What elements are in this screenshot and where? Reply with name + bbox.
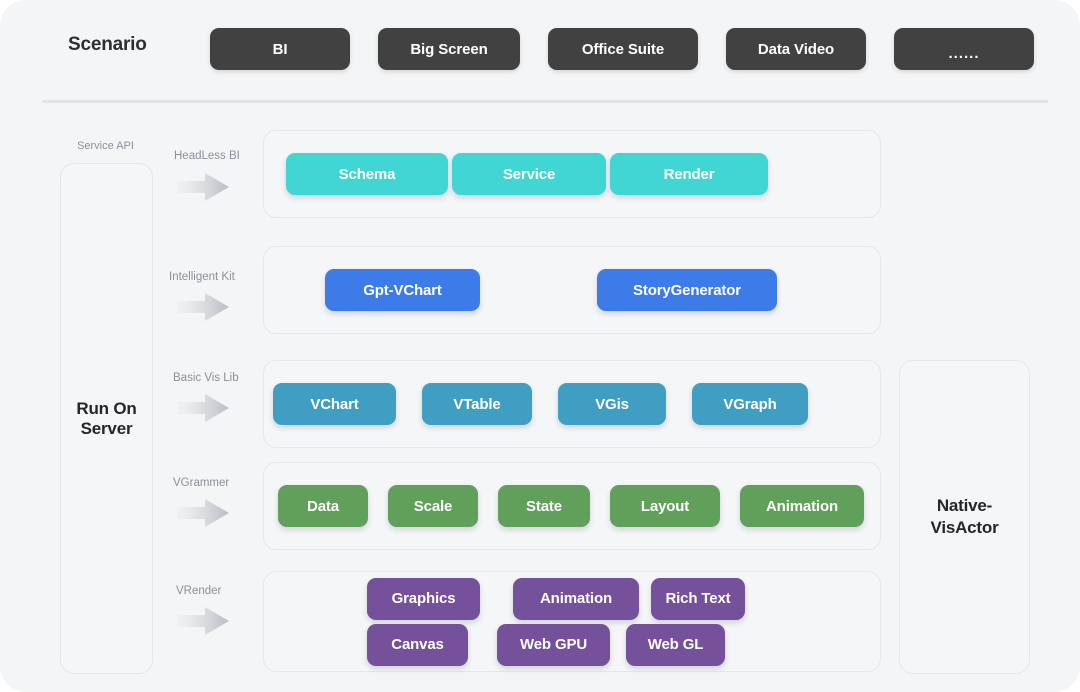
- chip-service[interactable]: Service: [452, 153, 606, 195]
- scenario-chip-list: BI Big Screen Office Suite Data Video ..…: [210, 28, 1034, 70]
- chip-row-vrender-bottom: Canvas Web GPU Web GL: [367, 623, 745, 666]
- chip-group-vgrammer: Data Scale State Layout Animation: [278, 485, 864, 527]
- layer-label-vgrammer: VGrammer: [173, 477, 230, 489]
- ellipsis-label: ......: [948, 44, 980, 62]
- chip-vchart[interactable]: VChart: [273, 383, 396, 425]
- chip-group-intelligent-kit: Gpt-VChart StoryGenerator: [325, 269, 777, 311]
- scenario-row: Scenario BI Big Screen Office Suite Data…: [0, 0, 1080, 100]
- chip-vgis[interactable]: VGis: [558, 383, 666, 425]
- arrow-right-icon: [175, 391, 231, 425]
- native-visactor-label: Native- VisActor: [930, 495, 998, 539]
- native-visactor-line1: Native-: [936, 496, 993, 515]
- chip-group-vrender: Graphics Animation Rich Text Canvas Web …: [367, 577, 745, 666]
- native-visactor-line2: VisActor: [930, 518, 999, 537]
- scenario-chip-data-video[interactable]: Data Video: [726, 28, 866, 70]
- scenario-chip-office-suite[interactable]: Office Suite: [548, 28, 698, 70]
- layer-label-vrender: VRender: [176, 585, 222, 597]
- arrow-right-icon: [175, 290, 231, 324]
- layer-panel-basic-vis-lib: VChart VTable VGis VGraph: [263, 360, 881, 448]
- chip-render[interactable]: Render: [610, 153, 768, 195]
- chip-vtable[interactable]: VTable: [422, 383, 532, 425]
- chip-layout[interactable]: Layout: [610, 485, 720, 527]
- chip-web-gl[interactable]: Web GL: [626, 623, 725, 666]
- chip-web-gpu[interactable]: Web GPU: [497, 623, 610, 666]
- layer-label-basic-vis-lib: Basic Vis Lib: [173, 372, 239, 384]
- chip-graphics[interactable]: Graphics: [367, 577, 480, 620]
- chip-vgraph[interactable]: VGraph: [692, 383, 808, 425]
- chip-animation[interactable]: Animation: [740, 485, 864, 527]
- chip-row-vrender-top: Graphics Animation Rich Text: [367, 577, 745, 620]
- run-on-server-label: Run On Server: [76, 399, 136, 439]
- chip-group-headless-bi: Schema Service Render: [286, 153, 768, 195]
- chip-scale[interactable]: Scale: [388, 485, 478, 527]
- scenario-chip-big-screen[interactable]: Big Screen: [378, 28, 520, 70]
- chip-animation[interactable]: Animation: [513, 577, 639, 620]
- run-on-server-column: Run On Server: [60, 163, 153, 674]
- arrow-right-icon: [175, 170, 231, 204]
- run-on-server-line2: Server: [80, 418, 133, 438]
- scenario-chip-more[interactable]: ......: [894, 28, 1034, 70]
- scenario-chip-bi[interactable]: BI: [210, 28, 350, 70]
- arrow-right-icon: [175, 604, 231, 638]
- chip-storygenerator[interactable]: StoryGenerator: [597, 269, 777, 311]
- layer-panel-intelligent-kit: Gpt-VChart StoryGenerator: [263, 246, 881, 334]
- layer-label-headless-bi: HeadLess BI: [174, 150, 240, 162]
- chip-state[interactable]: State: [498, 485, 590, 527]
- chip-data[interactable]: Data: [278, 485, 368, 527]
- chip-rich-text[interactable]: Rich Text: [651, 577, 745, 620]
- run-on-server-line1: Run On: [76, 398, 137, 418]
- layer-panel-vrender: Graphics Animation Rich Text Canvas Web …: [263, 571, 881, 672]
- layer-panel-headless-bi: Schema Service Render: [263, 130, 881, 218]
- native-visactor-column: Native- VisActor: [899, 360, 1030, 674]
- arrow-right-icon: [175, 496, 231, 530]
- layer-panel-vgrammer: Data Scale State Layout Animation: [263, 462, 881, 550]
- chip-schema[interactable]: Schema: [286, 153, 448, 195]
- chip-group-basic-vis-lib: VChart VTable VGis VGraph: [273, 383, 808, 425]
- layer-label-intelligent-kit: Intelligent Kit: [169, 271, 235, 283]
- service-api-label: Service API: [77, 140, 134, 152]
- chip-gpt-vchart[interactable]: Gpt-VChart: [325, 269, 480, 311]
- header-divider: [42, 100, 1048, 103]
- scenario-title: Scenario: [68, 34, 147, 55]
- chip-canvas[interactable]: Canvas: [367, 623, 468, 666]
